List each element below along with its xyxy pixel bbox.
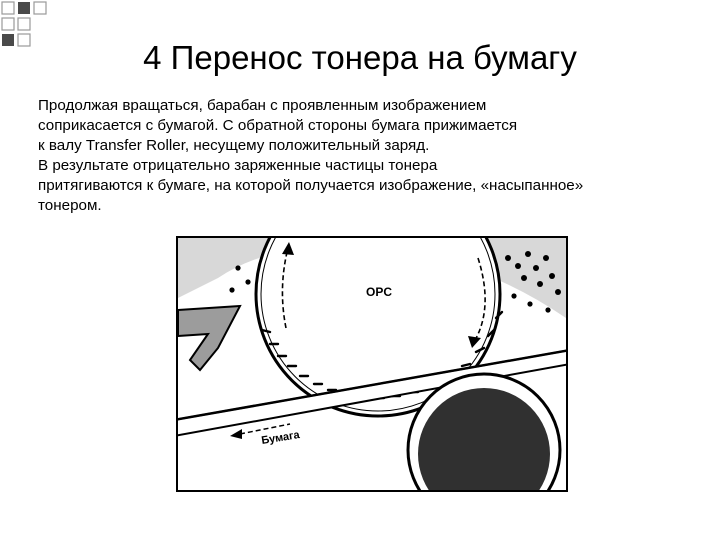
drum-rotation-arrow-right <box>473 257 486 343</box>
paper-direction-line <box>239 423 291 435</box>
opc-drum <box>254 238 502 418</box>
paper-direction-arrow-head <box>230 429 242 439</box>
paper-label: Бумага <box>261 429 302 447</box>
diagram-svg: OPC Бумага <box>178 238 566 490</box>
drum-rotation-arrow-left <box>281 247 289 329</box>
arrow-head-left <box>282 242 294 255</box>
toner-transfer-diagram: OPC Бумага <box>176 236 568 492</box>
paragraph-line: к валу Transfer Roller, несущему положит… <box>38 137 430 154</box>
paragraph-line: соприкасается с бумагой. С обратной стор… <box>38 117 518 134</box>
pointer-shape <box>178 304 242 372</box>
paper-top-edge <box>178 349 566 421</box>
slide-title: 4 Перенос тонера на бумагу <box>143 39 577 76</box>
paragraph-line: В результате отрицательно заряженные час… <box>38 157 438 174</box>
transfer-roller <box>418 388 550 490</box>
arrow-head-right <box>468 336 481 348</box>
body-paragraph: Продолжая вращаться, барабан с проявленн… <box>38 96 718 216</box>
decorative-squares <box>1 1 47 47</box>
paragraph-line: притягиваются к бумаге, на которой получ… <box>38 177 584 194</box>
paragraph-line: Продолжая вращаться, барабан с проявленн… <box>38 97 487 114</box>
opc-drum-inner-ring <box>260 238 496 412</box>
paragraph-line: тонером. <box>38 197 102 214</box>
opc-label: OPC <box>366 285 392 299</box>
toner-particles <box>229 251 561 313</box>
